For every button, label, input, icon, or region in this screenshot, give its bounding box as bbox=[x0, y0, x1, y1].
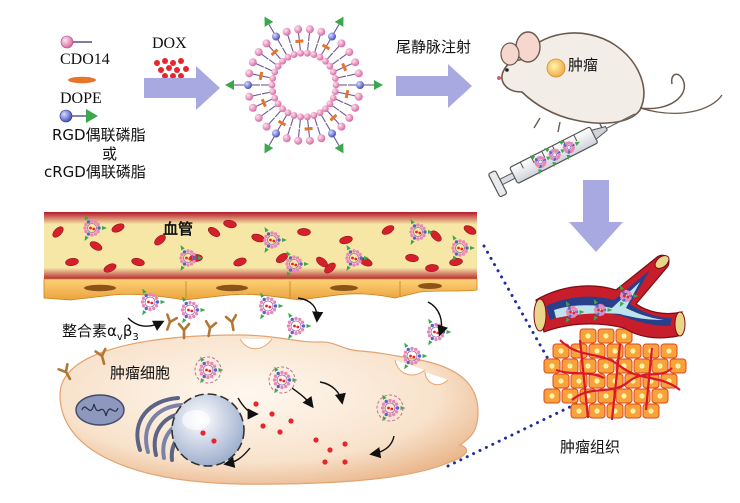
tumor-label: 肿瘤 bbox=[568, 56, 599, 74]
mitochondrion-icon bbox=[75, 394, 125, 426]
cdo14-lipid-icon bbox=[60, 35, 92, 49]
tumor-cell-label: 肿瘤细胞 bbox=[110, 364, 171, 382]
nucleus-icon bbox=[171, 393, 245, 467]
tumor-nodule-icon bbox=[546, 58, 566, 78]
syringe-icon bbox=[488, 113, 636, 198]
rgd-lipid-icon bbox=[59, 109, 98, 123]
tumor-tissue-illustration bbox=[533, 254, 687, 421]
legend-crgd-label: cRGD偶联磷脂 bbox=[44, 163, 146, 181]
uptake-arrows bbox=[127, 297, 448, 468]
legend-symbols bbox=[59, 35, 98, 123]
zoom-lines bbox=[446, 244, 578, 468]
released-dox bbox=[253, 401, 348, 465]
legend-rgd-label: RGD偶联磷脂 bbox=[52, 126, 146, 144]
dox-molecules bbox=[154, 58, 189, 79]
injection-label: 尾静脉注射 bbox=[396, 38, 472, 56]
tumor-tissue-label: 肿瘤组织 bbox=[560, 438, 621, 456]
legend-cdo14-label: CDO14 bbox=[60, 51, 110, 68]
arrow-to-mouse bbox=[396, 64, 472, 108]
integrin-prefix: 整合素α bbox=[62, 322, 117, 340]
integrin-sub-b: 3 bbox=[132, 332, 139, 343]
blood-vessel-strip bbox=[43, 212, 478, 301]
integrin-label: 整合素αvβ3 bbox=[62, 324, 139, 343]
arrow-to-liposome bbox=[144, 66, 220, 110]
legend-or-label: 或 bbox=[102, 145, 118, 163]
liposome bbox=[225, 16, 383, 154]
integrin-sub-a: v bbox=[116, 332, 123, 343]
arrow-to-tissue bbox=[569, 180, 623, 252]
vessel-label: 血管 bbox=[163, 220, 194, 238]
legend-dope-label: DOPE bbox=[60, 90, 102, 107]
dope-lipid-icon bbox=[68, 76, 96, 84]
mouse-illustration bbox=[497, 31, 723, 133]
dox-label: DOX bbox=[152, 35, 187, 52]
integrin-mid: β bbox=[122, 322, 133, 340]
